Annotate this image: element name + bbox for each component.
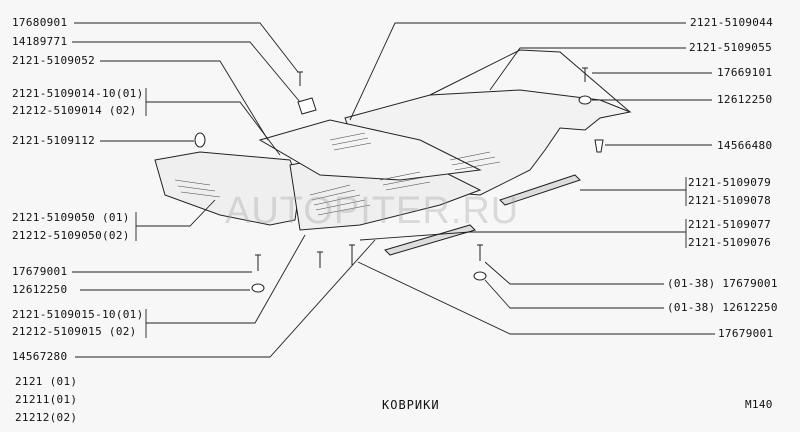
part-label: 21212-5109014 (02) [12, 104, 137, 117]
watermark: AUTOPITER.RU [225, 190, 520, 232]
screw-icon [255, 254, 261, 271]
tunnel-mat [258, 119, 482, 181]
screw-icon [477, 244, 483, 261]
screw-icon [349, 244, 355, 265]
part-label: 2121-5109014-10(01) [12, 87, 144, 100]
screw-icon [317, 251, 323, 268]
model-label: 21212(02) [15, 411, 78, 424]
diagram-title: КОВРИКИ [382, 398, 440, 412]
part-label: 12612250 [717, 93, 773, 106]
model-label: 2121 (01) [15, 375, 78, 388]
screws [194, 67, 604, 293]
washer-icon [473, 271, 487, 281]
part-label: (01-38) 12612250 [667, 301, 778, 314]
part-label: 14567280 [12, 350, 68, 363]
part-label: 2121-5109044 [690, 16, 774, 29]
part-label: 2121-5109055 [689, 41, 773, 54]
part-label: 17680901 [12, 16, 68, 29]
part-label: 2121-5109078 [688, 194, 772, 207]
part-label: 2121-5109015-10(01) [12, 308, 144, 321]
left-front-mat [154, 151, 301, 226]
part-label: 17669101 [717, 66, 773, 79]
washer-icon [251, 283, 265, 293]
rear-mat-rim [429, 49, 631, 113]
part-label: 2121-5109112 [12, 134, 96, 147]
part-label: 21212-5109050(02) [12, 229, 130, 242]
plug-icon [194, 132, 206, 148]
sill-strip-upper [499, 174, 581, 206]
part-label: 2121-5109050 (01) [12, 211, 130, 224]
part-label: 17679001 [12, 265, 68, 278]
clip-icon [594, 139, 604, 153]
leader-lines [72, 22, 715, 358]
part-label: 14189771 [12, 35, 68, 48]
mat-ribs [174, 132, 501, 216]
washer-icon [578, 95, 592, 105]
model-label: 21211(01) [15, 393, 78, 406]
sheet-code: M140 [745, 398, 773, 411]
part-label: (01-38) 17679001 [667, 277, 778, 290]
part-label: 2121-5109077 [688, 218, 772, 231]
part-label: 14566480 [717, 139, 773, 152]
screw-icon [297, 71, 303, 86]
part-label: 2121-5109079 [688, 176, 772, 189]
part-label: 2121-5109076 [688, 236, 772, 249]
screw-icon [582, 67, 588, 82]
part-label: 2121-5109052 [12, 54, 96, 67]
part-label: 12612250 [12, 283, 68, 296]
part-label: 17679001 [718, 327, 774, 340]
sill-strip-lower [384, 224, 476, 256]
part-label: 21212-5109015 (02) [12, 325, 137, 338]
bracket-icon [297, 97, 317, 115]
